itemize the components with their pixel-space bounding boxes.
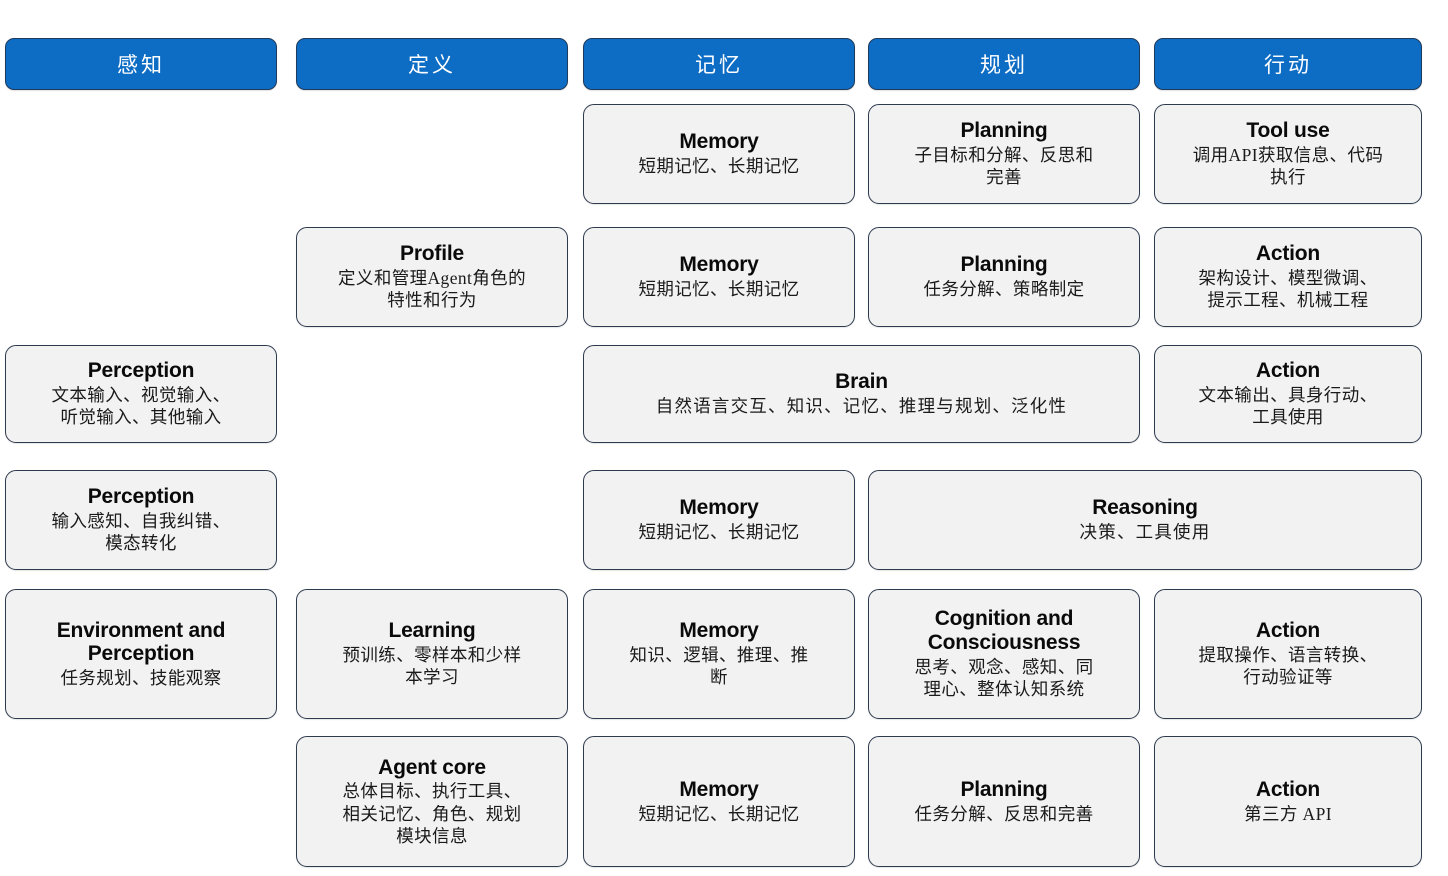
card-subtitle: 总体目标、执行工具、 相关记忆、角色、规划 模块信息 (342, 781, 522, 847)
card-title: Memory (679, 619, 759, 643)
column-header-3[interactable]: 记忆 (583, 38, 855, 90)
card-subtitle: 任务分解、策略制定 (923, 279, 1085, 300)
card-title: Memory (679, 130, 759, 154)
card-title: Memory (679, 496, 759, 520)
card-subtitle: 短期记忆、长期记忆 (638, 522, 800, 543)
card-title: Planning (960, 119, 1048, 143)
card-subtitle: 知识、逻辑、推理、推 断 (629, 644, 809, 688)
card-subtitle: 输入感知、自我纠错、 模态转化 (51, 510, 231, 554)
card-subtitle: 文本输入、视觉输入、 听觉输入、其他输入 (51, 384, 231, 428)
card-subtitle: 架构设计、模型微调、 提示工程、机械工程 (1198, 267, 1378, 311)
card-title: Action (1255, 777, 1321, 801)
card-title: Learning (388, 619, 476, 643)
card-title: Agent core (378, 755, 486, 779)
card-subtitle: 短期记忆、长期记忆 (638, 279, 800, 300)
column-header-row: 感知定义记忆规划行动 (0, 0, 1448, 96)
card-title: Brain (835, 370, 888, 394)
card-subtitle: 自然语言交互、知识、记忆、推理与规划、泛化性 (655, 396, 1068, 417)
card-subtitle: 定义和管理Agent角色的 特性和行为 (338, 267, 526, 311)
card-subtitle: 思考、观念、感知、同 理心、整体认知系统 (914, 656, 1094, 700)
column-header-1[interactable]: 感知 (5, 38, 277, 90)
card-title: Tool use (1246, 119, 1330, 143)
card-title: Perception (87, 359, 195, 383)
card-title: Environment and Perception (56, 618, 226, 666)
card-title: Cognition and Consciousness (927, 607, 1081, 655)
card-subtitle: 子目标和分解、反思和 完善 (914, 144, 1094, 188)
card-subtitle: 文本输出、具身行动、 工具使用 (1198, 384, 1378, 428)
card-title: Action (1255, 619, 1321, 643)
card-title: Action (1255, 242, 1321, 266)
card-subtitle: 调用API获取信息、代码 执行 (1192, 144, 1384, 188)
card-title: Reasoning (1092, 496, 1198, 520)
card-title: Profile (400, 242, 464, 266)
card-subtitle: 短期记忆、长期记忆 (638, 156, 800, 177)
column-header-2[interactable]: 定义 (296, 38, 568, 90)
card-title: Planning (960, 777, 1048, 801)
card-subtitle: 提取操作、语言转换、 行动验证等 (1198, 644, 1378, 688)
card-subtitle: 任务分解、反思和完善 (914, 803, 1094, 824)
column-header-4[interactable]: 规划 (868, 38, 1140, 90)
column-header-5[interactable]: 行动 (1154, 38, 1422, 90)
card-subtitle: 第三方 API (1244, 803, 1332, 824)
card-title: Memory (679, 777, 759, 801)
card-subtitle: 预训练、零样本和少样 本学习 (342, 644, 522, 688)
card-subtitle: 决策、工具使用 (1079, 522, 1211, 543)
card-subtitle: 短期记忆、长期记忆 (638, 803, 800, 824)
card-subtitle: 任务规划、技能观察 (60, 668, 222, 689)
card-title: Perception (87, 485, 195, 509)
card-title: Planning (960, 253, 1048, 277)
card-title: Memory (679, 253, 759, 277)
card-title: Action (1255, 359, 1321, 383)
